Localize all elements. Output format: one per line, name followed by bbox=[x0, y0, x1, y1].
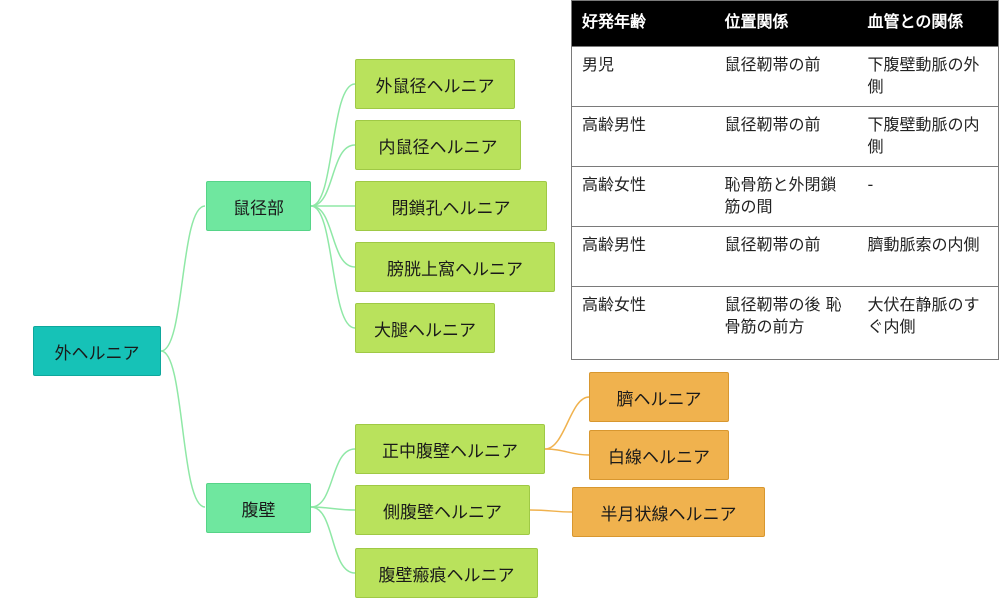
link-inguinal-femoral bbox=[310, 205, 356, 329]
cell-vessel-relation: - bbox=[857, 166, 999, 227]
node-midline-ventral-hernia: 正中腹壁ヘルニア bbox=[355, 424, 545, 474]
header-vessel-relation: 血管との関係 bbox=[857, 0, 999, 47]
cell-onset-age: 男児 bbox=[571, 46, 715, 107]
hernia-info-table: 好発年齢 位置関係 血管との関係 男児 鼠径靭帯の前 下腹壁動脈の外側 高齢男性… bbox=[571, 0, 999, 360]
header-position: 位置関係 bbox=[714, 0, 858, 47]
cell-vessel-relation: 臍動脈索の内側 bbox=[857, 226, 999, 287]
node-incisional-hernia: 腹壁瘢痕ヘルニア bbox=[355, 548, 538, 598]
node-umbilical-hernia: 臍ヘルニア bbox=[589, 372, 729, 422]
node-external-hernia: 外ヘルニア bbox=[33, 326, 161, 376]
node-spigelian-hernia: 半月状線ヘルニア bbox=[572, 487, 765, 537]
link-lateral-spigelian bbox=[529, 509, 573, 513]
cell-position: 鼠径靭帯の前 bbox=[714, 106, 858, 167]
link-inguinal-supravesical bbox=[310, 205, 356, 268]
cell-onset-age: 高齢男性 bbox=[571, 106, 715, 167]
table-row: 高齢女性 鼠径靭帯の後 恥骨筋の前方 大伏在静脈のすぐ内側 bbox=[571, 286, 999, 360]
link-root-abdominal-wall bbox=[160, 350, 206, 508]
cell-position: 恥骨筋と外閉鎖筋の間 bbox=[714, 166, 858, 227]
link-wall-midline bbox=[310, 448, 356, 508]
node-supravesical-hernia: 膀胱上窩ヘルニア bbox=[355, 242, 555, 292]
node-abdominal-wall: 腹壁 bbox=[206, 483, 311, 533]
link-midline-umbilical bbox=[544, 396, 590, 450]
node-obturator-hernia: 閉鎖孔ヘルニア bbox=[355, 181, 547, 231]
cell-position: 鼠径靭帯の前 bbox=[714, 226, 858, 287]
cell-onset-age: 高齢女性 bbox=[571, 166, 715, 227]
node-direct-inguinal-hernia: 内鼠径ヘルニア bbox=[355, 120, 521, 170]
table-row: 高齢女性 恥骨筋と外閉鎖筋の間 - bbox=[571, 166, 999, 227]
table-row: 高齢男性 鼠径靭帯の前 下腹壁動脈の内側 bbox=[571, 106, 999, 167]
table-header-row: 好発年齢 位置関係 血管との関係 bbox=[571, 0, 999, 47]
node-lateral-ventral-hernia: 側腹壁ヘルニア bbox=[355, 485, 530, 535]
link-inguinal-indirect bbox=[310, 83, 356, 207]
link-inguinal-direct bbox=[310, 144, 356, 207]
cell-onset-age: 高齢男性 bbox=[571, 226, 715, 287]
cell-vessel-relation: 下腹壁動脈の外側 bbox=[857, 46, 999, 107]
node-femoral-hernia: 大腿ヘルニア bbox=[355, 303, 495, 353]
cell-vessel-relation: 下腹壁動脈の内側 bbox=[857, 106, 999, 167]
table-row: 高齢男性 鼠径靭帯の前 臍動脈索の内側 bbox=[571, 226, 999, 287]
cell-position: 鼠径靭帯の前 bbox=[714, 46, 858, 107]
node-inguinal-region: 鼠径部 bbox=[206, 181, 311, 231]
table-row: 男児 鼠径靭帯の前 下腹壁動脈の外側 bbox=[571, 46, 999, 107]
header-onset-age: 好発年齢 bbox=[571, 0, 715, 47]
cell-position: 鼠径靭帯の後 恥骨筋の前方 bbox=[714, 286, 858, 360]
node-linea-alba-hernia: 白線ヘルニア bbox=[589, 430, 729, 480]
cell-onset-age: 高齢女性 bbox=[571, 286, 715, 360]
cell-vessel-relation: 大伏在静脈のすぐ内側 bbox=[857, 286, 999, 360]
link-midline-linea-alba bbox=[544, 448, 590, 456]
node-indirect-inguinal-hernia: 外鼠径ヘルニア bbox=[355, 59, 515, 109]
link-root-inguinal bbox=[160, 205, 206, 352]
link-wall-incisional bbox=[310, 506, 356, 574]
